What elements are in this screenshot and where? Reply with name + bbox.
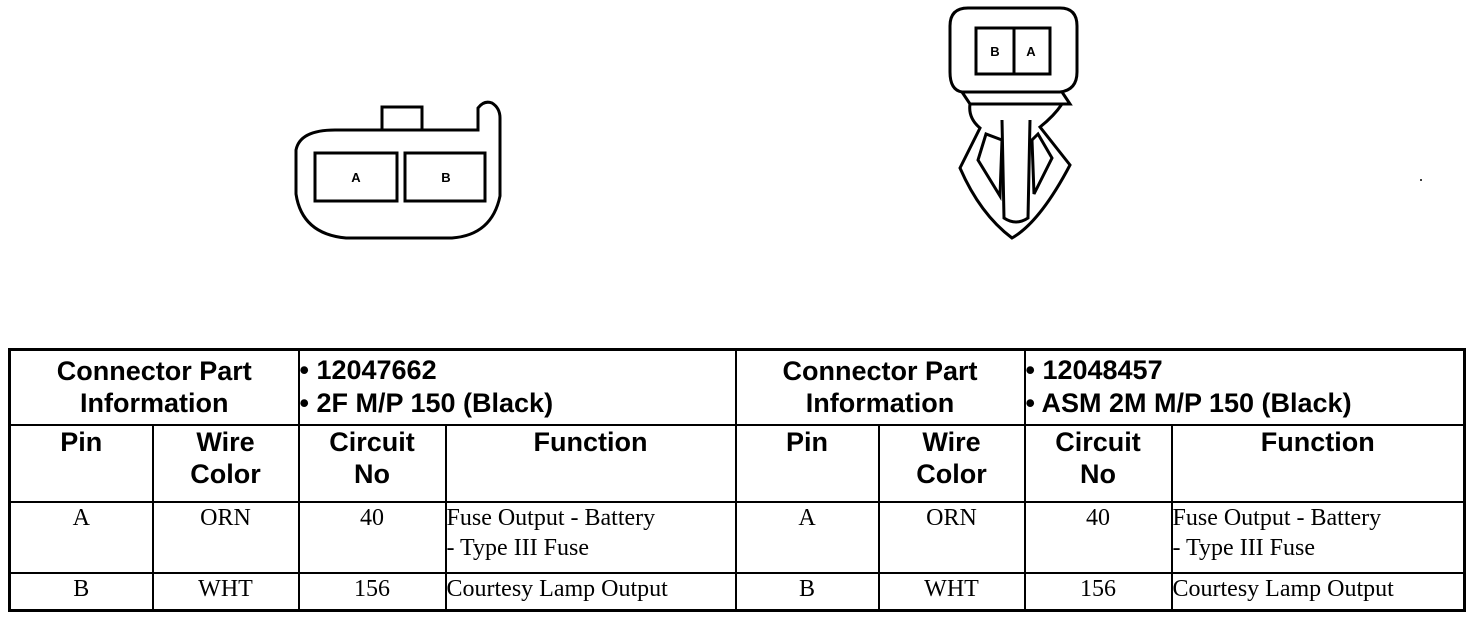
right-part-info-label-line2: Information xyxy=(805,388,955,419)
left-col-circuit-label-1: Circuit xyxy=(329,426,415,457)
right-pin-b-label: B xyxy=(990,44,999,59)
left-row-b-pin: B xyxy=(8,571,154,612)
left-part-info-label-line2: Information xyxy=(80,388,229,419)
left-part-description: • 2F M/P 150 (Black) xyxy=(299,388,554,419)
right-col-function: Function xyxy=(1170,423,1466,503)
retainer-inner-left xyxy=(976,132,1004,202)
right-row-a-wire-color: ORN xyxy=(877,500,1026,574)
left-pin-b-label: B xyxy=(441,170,450,185)
right-row-b-function: Courtesy Lamp Output xyxy=(1170,571,1466,612)
left-row-a-pin: A xyxy=(8,500,154,574)
left-part-info-label-line1: Connector Part xyxy=(56,356,252,387)
left-connector-latch xyxy=(380,105,424,132)
left-cavity-a xyxy=(313,151,399,203)
left-connector: A B xyxy=(294,100,502,240)
right-connector-stem xyxy=(960,91,1073,106)
left-col-circuit-label-2: No xyxy=(354,458,390,489)
left-row-b-function-line1: Courtesy Lamp Output xyxy=(446,575,668,602)
left-cavity-b xyxy=(403,151,487,203)
right-row-a-circuit: 40 xyxy=(1023,500,1173,574)
right-col-circuit-label-1: Circuit xyxy=(1055,426,1141,457)
right-row-a-pin: A xyxy=(734,500,880,574)
retainer-center xyxy=(1000,119,1032,224)
left-col-pin: Pin xyxy=(8,423,154,503)
left-row-a-function-line1: Fuse Output - Battery xyxy=(446,504,656,531)
left-part-info-values: • 12047662 • 2F M/P 150 (Black) xyxy=(297,348,737,426)
left-row-a-function: Fuse Output - Battery - Type III Fuse xyxy=(444,500,737,574)
connector-pinout-table: Connector Part Information • 12047662 • … xyxy=(8,348,1466,612)
connector-drawings: A B B A xyxy=(294,6,1422,240)
right-row-b-wire-color: WHT xyxy=(877,571,1026,612)
left-col-circuit-no: Circuit No xyxy=(297,423,447,503)
left-connector-body xyxy=(294,100,502,240)
left-col-wire-color: Wire Color xyxy=(151,423,300,503)
left-part-info-label: Connector Part Information xyxy=(8,348,300,426)
left-row-b-function: Courtesy Lamp Output xyxy=(444,571,737,612)
right-col-wire-label-2: Color xyxy=(916,458,987,489)
left-row-a-circuit: 40 xyxy=(297,500,447,574)
right-row-a-function-line2: - Type III Fuse xyxy=(1172,534,1316,561)
left-col-wire-label-2: Color xyxy=(190,458,261,489)
left-part-number: • 12047662 xyxy=(299,355,437,386)
right-row-b-function-line1: Courtesy Lamp Output xyxy=(1172,575,1394,602)
left-row-a-wire-color: ORN xyxy=(151,500,300,574)
right-part-description: • ASM 2M M/P 150 (Black) xyxy=(1025,388,1352,419)
right-row-b-pin: B xyxy=(734,571,880,612)
left-col-function-label: Function xyxy=(533,426,648,457)
right-col-function-label: Function xyxy=(1260,426,1375,457)
right-row-b-circuit: 156 xyxy=(1023,571,1173,612)
column-header-row: Pin Wire Color Circuit No Function Pin W… xyxy=(8,423,1466,503)
right-part-info-label-line1: Connector Part xyxy=(782,356,978,387)
right-connector: B A xyxy=(948,6,1079,240)
left-row-b-wire-color: WHT xyxy=(151,571,300,612)
right-part-info-values: • 12048457 • ASM 2M M/P 150 (Black) xyxy=(1023,348,1466,426)
table-row: B WHT 156 Courtesy Lamp Output B WHT 156… xyxy=(8,571,1466,612)
retainer-outer xyxy=(958,103,1072,240)
right-col-wire-color: Wire Color xyxy=(877,423,1026,503)
left-col-pin-label: Pin xyxy=(60,426,103,457)
right-row-a-function: Fuse Output - Battery - Type III Fuse xyxy=(1170,500,1466,574)
right-row-a-function-line1: Fuse Output - Battery xyxy=(1172,504,1382,531)
right-col-pin-label: Pin xyxy=(785,426,828,457)
right-part-number: • 12048457 xyxy=(1025,355,1163,386)
part-info-row: Connector Part Information • 12047662 • … xyxy=(8,348,1466,426)
right-part-info-label: Connector Part Information xyxy=(734,348,1026,426)
left-pin-a-label: A xyxy=(351,170,361,185)
stray-dot xyxy=(1420,179,1422,181)
left-col-function: Function xyxy=(444,423,737,503)
right-pin-a-label: A xyxy=(1026,44,1036,59)
left-col-wire-label-1: Wire xyxy=(196,426,255,457)
right-col-wire-label-1: Wire xyxy=(922,426,981,457)
right-col-circuit-no: Circuit No xyxy=(1023,423,1173,503)
right-cavity-a xyxy=(1012,26,1052,76)
left-row-b-circuit: 156 xyxy=(297,571,447,612)
right-col-circuit-label-2: No xyxy=(1080,458,1116,489)
retainer-inner-right xyxy=(1030,131,1054,195)
right-col-pin: Pin xyxy=(734,423,880,503)
left-row-a-function-line2: - Type III Fuse xyxy=(446,534,590,561)
right-connector-head xyxy=(948,6,1079,94)
table-row: A ORN 40 Fuse Output - Battery - Type II… xyxy=(8,500,1466,574)
